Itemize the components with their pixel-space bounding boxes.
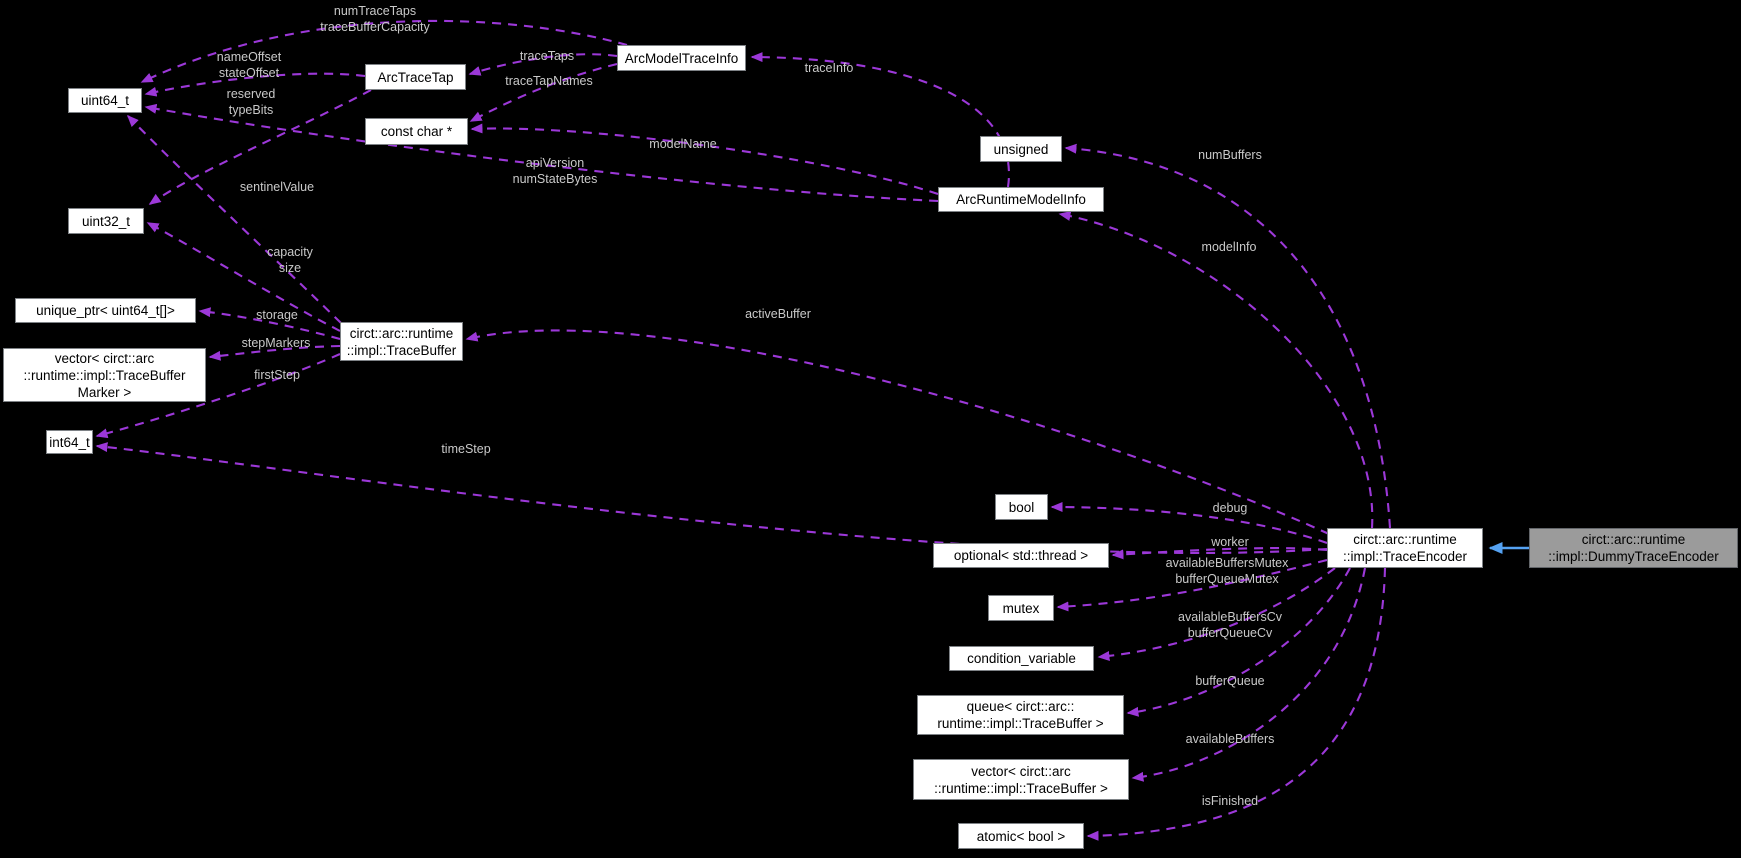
edge-traceencoder-to-condition_variable [1097, 567, 1336, 661]
node-uint32_t: uint32_t [68, 208, 144, 234]
node-queuetracebuffer: queue< circt::arc::runtime::impl::TraceB… [917, 695, 1124, 735]
edge-traceencoder-to-mutex [1056, 558, 1328, 612]
node-tracebuffer[interactable]: circt::arc::runtime::impl::TraceBuffer [340, 322, 463, 361]
node-int64_t-line: int64_t [49, 434, 90, 450]
edge-arcmodeltraceinfo-to-arctracetap [468, 53, 618, 76]
edge-traceencoder-to-arcruntimemodelinfo [1058, 211, 1374, 529]
edge-tracebuffer-to-uint64_t [126, 114, 342, 324]
node-vectormarker: vector< circt::arc::runtime::impl::Trace… [3, 348, 206, 402]
node-arctracetap[interactable]: ArcTraceTap [365, 64, 466, 90]
edge-tracebuffer-to-int64_t [95, 353, 341, 439]
edge-arcruntimemodelinfo-to-constchar [470, 123, 939, 195]
node-mutex: mutex [988, 595, 1054, 621]
node-uint64_t-line: uint64_t [80, 93, 130, 108]
node-arcruntimemodelinfo-line: ArcRuntimeModelInfo [956, 192, 1086, 207]
node-constchar: const char * [365, 118, 468, 145]
node-atomicbool-line: atomic< bool > [976, 828, 1066, 844]
edge-tracebuffer-to-uint32_t [146, 222, 341, 332]
node-int64_t: int64_t [46, 430, 93, 454]
node-optionalthread-line: optional< std::thread > [953, 548, 1089, 563]
node-uniqueptr: unique_ptr< uint64_t[]> [15, 298, 196, 323]
node-bool-line: bool [1008, 499, 1035, 515]
edge-arcruntimemodelinfo-to-uint64_t [144, 103, 939, 203]
node-uniqueptr-line: unique_ptr< uint64_t[]> [36, 303, 175, 318]
node-traceencoder-line: ::impl::TraceEncoder [1342, 549, 1468, 564]
edge-label-debug: debug [1212, 501, 1248, 515]
node-arcmodeltraceinfo-line: ArcModelTraceInfo [624, 50, 739, 66]
edge-label-traceTaps: traceTaps [519, 49, 575, 63]
edge-label-bufferQueue: bufferQueue [1195, 674, 1265, 688]
node-arctracetap-line: ArcTraceTap [377, 69, 454, 85]
edge-arctracetap-to-uint32_t [148, 89, 372, 205]
node-arcmodeltraceinfo[interactable]: ArcModelTraceInfo [617, 45, 746, 71]
node-dummytraceencoder: circt::arc::runtime::impl::DummyTraceEnc… [1529, 528, 1738, 568]
edge-label-modelInfo: modelInfo [1201, 240, 1257, 254]
node-optionalthread: optional< std::thread > [933, 543, 1109, 568]
node-atomicbool: atomic< bool > [958, 823, 1084, 849]
edge-label-timeStep: timeStep [441, 442, 491, 456]
edge-label-activeBuffer: activeBuffer [745, 307, 811, 321]
edge-traceencoder-to-vectortracebuffer [1131, 567, 1367, 782]
node-uint64_t: uint64_t [68, 88, 142, 113]
node-tracebuffer-line: ::impl::TraceBuffer [346, 342, 457, 358]
node-unsigned: unsigned [980, 136, 1062, 162]
node-vectortracebuffer: vector< circt::arc::runtime::impl::Trace… [913, 759, 1129, 800]
edge-label-stepMarkers: stepMarkers [241, 336, 311, 350]
edge-label-isFinished: isFinished [1201, 794, 1259, 808]
edge-traceencoder-to-int64_t [95, 442, 1328, 554]
edge-label-availableBuffers: availableBuffers [1185, 732, 1275, 746]
edge-label-storage: storage [256, 308, 298, 322]
node-dummytraceencoder-line: circt::arc::runtime [1581, 532, 1686, 547]
node-bool: bool [995, 494, 1048, 520]
node-unsigned-line: unsigned [993, 141, 1049, 157]
edge-arctracetap-to-uint64_t [144, 72, 366, 97]
node-tracebuffer-line: circt::arc::runtime [349, 325, 454, 341]
edge-label-traceInfo: traceInfo [804, 61, 854, 75]
edge-label-worker: worker [1211, 535, 1249, 549]
edge-arcruntimemodelinfo-to-arcmodeltraceinfo [750, 52, 1011, 188]
node-traceencoder[interactable]: circt::arc::runtime::impl::TraceEncoder [1327, 528, 1483, 568]
node-dummytraceencoder-line: ::impl::DummyTraceEncoder [1548, 549, 1719, 564]
edge-traceencoder-to-atomicbool [1086, 567, 1387, 841]
node-vectortracebuffer-line: ::runtime::impl::TraceBuffer > [934, 780, 1108, 796]
edge-traceencoder-to-tracebuffer [465, 329, 1330, 535]
edge-traceencoder-to-optionalthread [1111, 547, 1328, 560]
edge-traceencoder-to-queuetracebuffer [1126, 567, 1351, 717]
edge-label-numBuffers: numBuffers [1198, 148, 1262, 162]
node-vectormarker-line: Marker > [77, 384, 132, 400]
node-arcruntimemodelinfo[interactable]: ArcRuntimeModelInfo [938, 187, 1104, 212]
edge-traceencoder-to-unsigned [1064, 143, 1392, 529]
node-condition_variable-line: condition_variable [967, 651, 1076, 666]
edge-label-modelName: modelName [649, 137, 717, 151]
edge-label-traceTapNames: traceTapNames [505, 74, 593, 88]
node-constchar-line: const char * [380, 124, 453, 139]
edge-tracebuffer-to-uniqueptr [198, 307, 341, 341]
node-vectortracebuffer-line: vector< circt::arc [971, 763, 1071, 779]
node-traceencoder-line: circt::arc::runtime [1353, 532, 1457, 547]
edge-traceencoder-to-bool [1050, 502, 1328, 544]
edge-label-sentinelValue: sentinelValue [239, 180, 315, 194]
edge-arcmodeltraceinfo-to-constchar [469, 62, 618, 122]
edge-arcmodeltraceinfo-to-uint64_t [140, 19, 628, 83]
node-condition_variable: condition_variable [949, 646, 1094, 671]
node-queuetracebuffer-line: runtime::impl::TraceBuffer > [937, 716, 1104, 731]
node-queuetracebuffer-line: queue< circt::arc:: [966, 699, 1075, 714]
node-vectormarker-line: vector< circt::arc [54, 350, 155, 366]
node-uint32_t-line: uint32_t [81, 213, 131, 229]
node-mutex-line: mutex [1002, 600, 1040, 616]
node-vectormarker-line: ::runtime::impl::TraceBuffer [23, 367, 186, 383]
edge-tracebuffer-to-vectormarker [208, 344, 341, 361]
edge-label-firstStep: firstStep [254, 368, 300, 382]
